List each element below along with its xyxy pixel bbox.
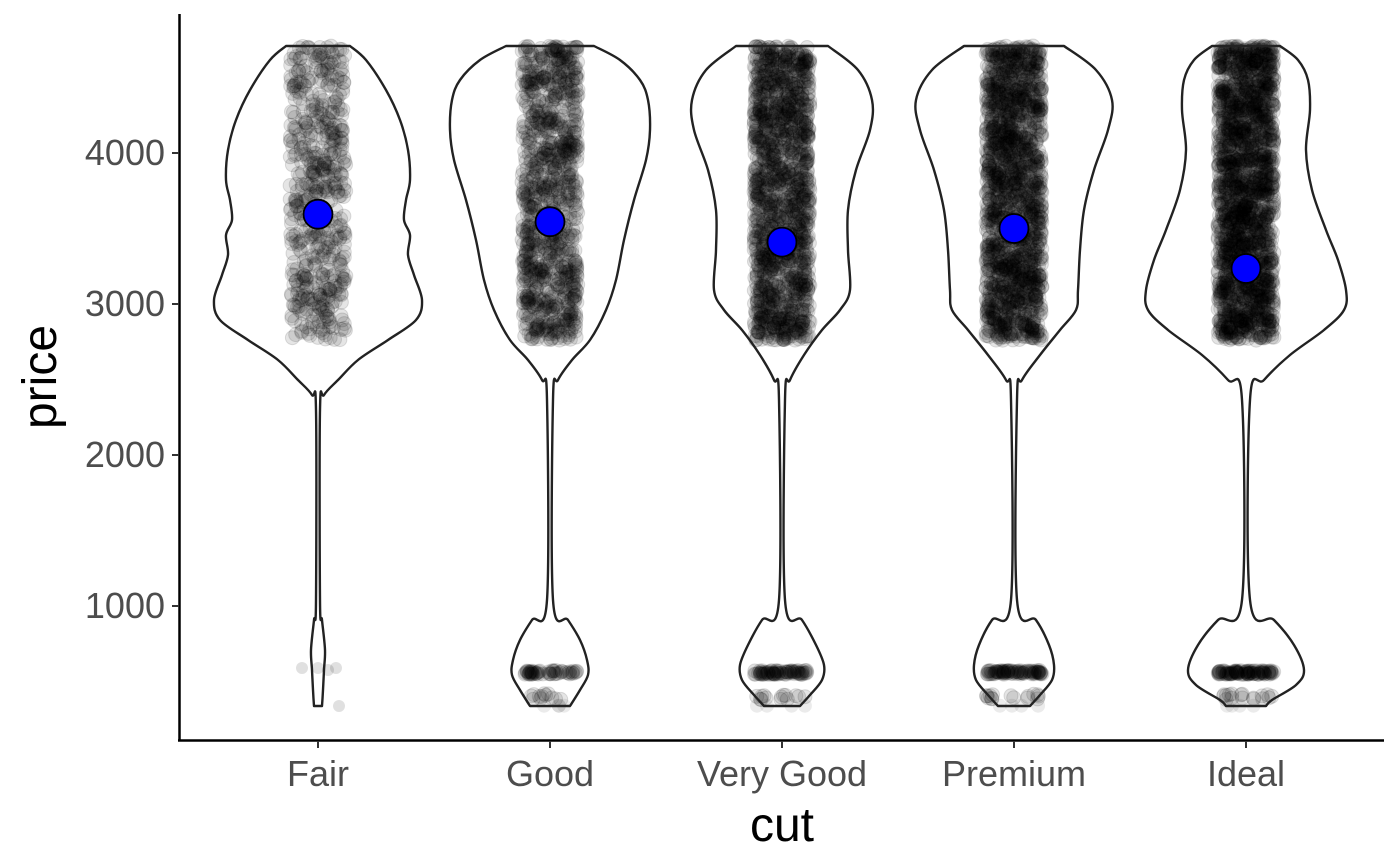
x-tick-label: Good <box>506 753 594 794</box>
violin-very-good <box>689 44 875 708</box>
violin-premium <box>914 44 1114 708</box>
y-axis-title: price <box>14 325 67 429</box>
points-very-good <box>746 38 818 713</box>
x-tick-label: Ideal <box>1207 753 1285 794</box>
y-tick-label: 3000 <box>85 283 165 324</box>
x-axis-ticks: Fair Good Very Good Premium Ideal <box>287 741 1285 794</box>
y-tick-label: 2000 <box>85 434 165 475</box>
y-tick-label: 1000 <box>85 585 165 626</box>
violin-ideal <box>1144 44 1348 708</box>
mean-point <box>534 206 566 238</box>
x-tick-label: Fair <box>287 753 349 794</box>
violin-good <box>448 44 652 708</box>
x-tick-label: Premium <box>942 753 1086 794</box>
mean-point <box>998 213 1030 244</box>
x-axis-title: cut <box>750 799 814 852</box>
points-fair <box>282 38 354 712</box>
points-premium <box>978 38 1050 713</box>
violin-outlines <box>212 44 1348 708</box>
mean-markers <box>302 198 1262 284</box>
y-axis-ticks: 1000 2000 3000 4000 <box>85 132 179 626</box>
x-tick-label: Very Good <box>697 753 867 794</box>
points-good <box>514 38 586 713</box>
jitter-points <box>282 38 1282 713</box>
y-tick-label: 4000 <box>85 132 165 173</box>
mean-point <box>766 226 798 258</box>
points-ideal <box>1210 38 1282 713</box>
mean-point <box>302 198 334 230</box>
violin-fair <box>212 44 424 708</box>
mean-point <box>1230 253 1262 284</box>
